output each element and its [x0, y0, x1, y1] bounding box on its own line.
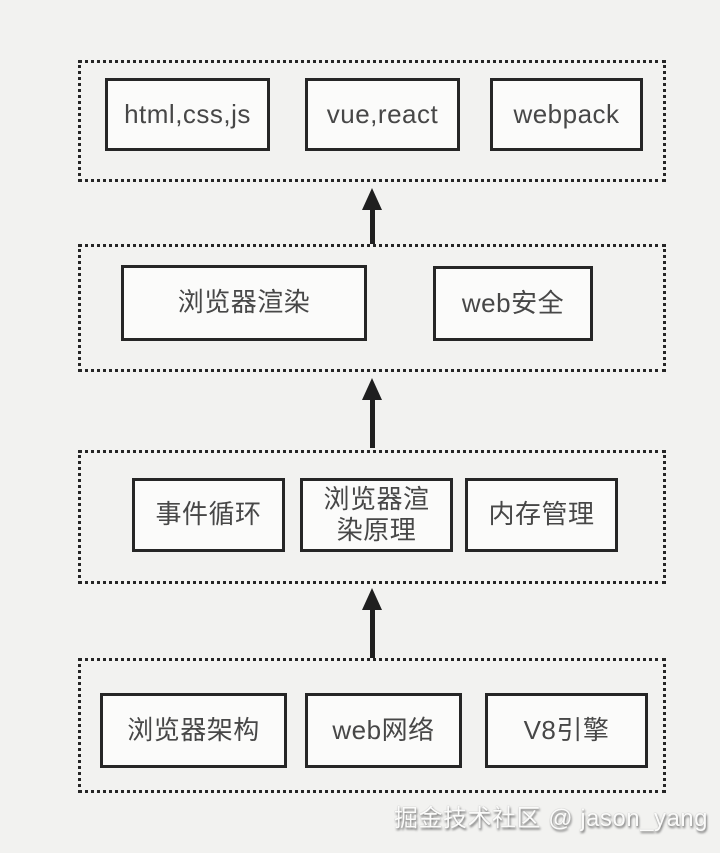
node-web-network: web网络	[305, 693, 462, 768]
node-memory-management: 内存管理	[465, 478, 618, 552]
node-label: web安全	[461, 287, 565, 318]
node-webpack: webpack	[490, 78, 643, 151]
tier-browser-fundamentals: 浏览器架构 web网络 V8引擎	[78, 658, 666, 793]
arrow-head	[362, 588, 382, 610]
tier-runtime-principles: 事件循环 浏览器渲染原理 内存管理	[78, 450, 666, 584]
node-label: html,css,js	[124, 98, 251, 129]
node-label: V8引擎	[523, 714, 610, 745]
node-browser-rendering: 浏览器渲染	[121, 265, 367, 341]
node-label: vue,react	[326, 98, 439, 129]
node-label: 浏览器渲染	[177, 287, 311, 318]
node-label: webpack	[513, 98, 620, 129]
up-arrow-icon	[361, 588, 383, 658]
tier-rendering-security: 浏览器渲染 web安全	[78, 244, 666, 372]
up-arrow-icon	[361, 188, 383, 244]
arrow-head	[362, 378, 382, 400]
node-v8-engine: V8引擎	[485, 693, 648, 768]
arrow-shaft	[369, 207, 375, 244]
node-label: web网络	[332, 714, 435, 745]
node-browser-rendering-principle: 浏览器渲染原理	[300, 478, 453, 552]
node-html-css-js: html,css,js	[105, 78, 270, 151]
tier-frameworks-tooling: html,css,js vue,react webpack	[78, 60, 666, 182]
node-web-security: web安全	[433, 266, 593, 341]
node-label: 事件循环	[155, 499, 262, 530]
watermark: 掘金技术社区 @ jason_yang	[394, 805, 708, 832]
node-event-loop: 事件循环	[132, 478, 285, 552]
node-label: 浏览器渲染原理	[323, 483, 430, 545]
arrow-shaft	[369, 607, 375, 658]
node-vue-react: vue,react	[305, 78, 460, 151]
node-label: 内存管理	[488, 499, 595, 530]
node-label: 浏览器架构	[127, 714, 260, 745]
up-arrow-icon	[361, 378, 383, 448]
arrow-head	[362, 188, 382, 210]
node-browser-architecture: 浏览器架构	[100, 693, 287, 768]
arrow-shaft	[369, 397, 375, 448]
